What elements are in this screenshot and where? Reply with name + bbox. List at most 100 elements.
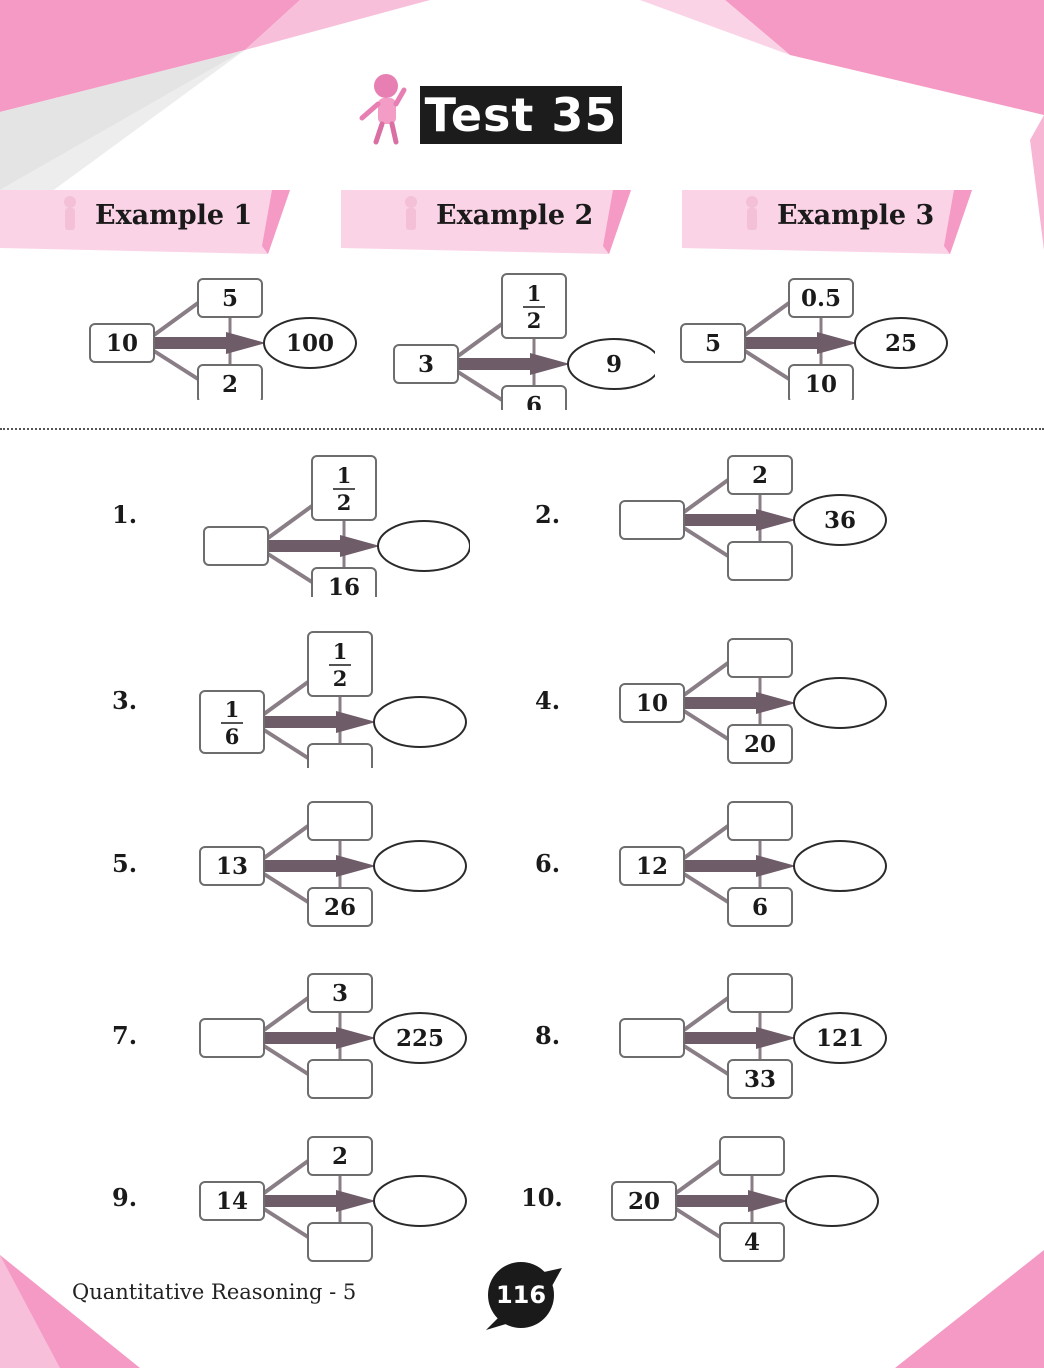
- arrow-shaft: [745, 337, 821, 349]
- result-ellipse: [373, 840, 467, 892]
- connector-bottom: [262, 1044, 310, 1076]
- example-3-label: Example 3: [777, 200, 935, 231]
- left-box-value: 3: [418, 351, 434, 378]
- top-box-value: 2: [752, 462, 768, 489]
- top-box: [719, 1136, 785, 1176]
- top-box-value: 3: [332, 980, 348, 1007]
- bottom-box: [307, 1059, 373, 1099]
- arrow-head: [336, 1027, 376, 1049]
- top-box: [307, 1136, 373, 1176]
- arrow-shaft: [684, 514, 760, 526]
- connector-bottom: [266, 552, 314, 584]
- left-box-value: 5: [705, 330, 721, 357]
- arrow-shaft: [264, 860, 340, 872]
- connector-top: [682, 478, 730, 514]
- left-box-value: 20: [628, 1188, 660, 1215]
- bottom-box: [501, 385, 567, 410]
- bottom-box-value: 33: [744, 1066, 776, 1093]
- left-box-value: 13: [216, 853, 248, 880]
- test-title-block: Test 35: [356, 70, 636, 154]
- arrow-shaft: [264, 716, 340, 728]
- left-box-value: 10: [106, 330, 138, 357]
- result-ellipse: [263, 317, 357, 369]
- bottom-box: [727, 724, 793, 764]
- bottom-box-value: 4: [744, 1229, 760, 1256]
- question-10-diagram: 20 4: [611, 1136, 879, 1262]
- question-5-number: 5.: [112, 849, 138, 878]
- example-1-banner: Example 1: [0, 188, 292, 254]
- question-9-number: 9.: [112, 1183, 138, 1212]
- connector-bottom: [682, 709, 730, 741]
- result-ellipse-value: 9: [606, 351, 622, 378]
- left-box-denominator: 6: [225, 724, 240, 749]
- arrow-shaft: [154, 337, 230, 349]
- connector-bottom: [262, 728, 310, 760]
- top-box: [307, 631, 373, 697]
- connector-top: [266, 504, 314, 540]
- arrow-shaft: [458, 358, 534, 370]
- question-7-diagram: 3 225: [199, 973, 467, 1099]
- bottom-box: [727, 1059, 793, 1099]
- result-ellipse: [373, 696, 467, 748]
- arrow-head: [748, 1190, 788, 1212]
- connector-top: [743, 301, 791, 337]
- left-box-numerator: 1: [225, 697, 240, 722]
- example-3-diagram: 5 0.5 10 25: [680, 278, 948, 400]
- bottom-box: [307, 743, 373, 768]
- top-box-denominator: 2: [337, 490, 352, 515]
- result-ellipse-value: 25: [885, 330, 917, 357]
- top-box: [727, 638, 793, 678]
- bottom-box: [719, 1222, 785, 1262]
- bottom-box-value: 6: [752, 894, 768, 921]
- question-6-diagram: 12 6: [619, 801, 887, 927]
- left-box: [619, 1018, 685, 1058]
- left-box: [199, 1018, 265, 1058]
- top-box-value: 5: [222, 285, 238, 312]
- connector-bottom: [743, 349, 791, 381]
- result-ellipse: [373, 1012, 467, 1064]
- question-4-number: 4.: [535, 686, 561, 715]
- result-ellipse: [793, 1012, 887, 1064]
- arrow-shaft: [684, 860, 760, 872]
- top-box-value: 0.5: [801, 285, 841, 312]
- arrow-head: [756, 509, 796, 531]
- left-box-value: 12: [636, 853, 668, 880]
- arrow-head: [336, 711, 376, 733]
- example-1-label: Example 1: [95, 200, 253, 231]
- page-title: Test 35: [420, 86, 622, 144]
- girl-mascot-icon: [359, 74, 407, 145]
- arrow-shaft: [676, 1195, 752, 1207]
- question-6-number: 6.: [535, 849, 561, 878]
- bottom-box: [311, 567, 377, 597]
- connector-top: [262, 680, 310, 716]
- question-10-number: 10.: [521, 1183, 563, 1212]
- example-2-label: Example 2: [436, 200, 594, 231]
- top-box: [727, 801, 793, 841]
- result-ellipse: [567, 338, 655, 390]
- question-9-diagram: 142: [199, 1136, 467, 1262]
- bottom-box: [307, 887, 373, 927]
- arrow-shaft: [684, 697, 760, 709]
- mascot-small-icon: [405, 196, 417, 230]
- connector-top: [674, 1159, 722, 1195]
- question-2-number: 2.: [535, 500, 561, 529]
- connector-bottom: [682, 526, 730, 558]
- arrow-head: [756, 692, 796, 714]
- result-ellipse: [793, 494, 887, 546]
- arrow-head: [530, 353, 570, 375]
- footer-book-title: Quantitative Reasoning - 5: [72, 1280, 357, 1304]
- arrow-head: [756, 1027, 796, 1049]
- result-ellipse-value: 225: [396, 1025, 444, 1052]
- top-box: [788, 278, 854, 318]
- bottom-box-value: 10: [805, 371, 837, 398]
- mascot-small-icon: [64, 196, 76, 230]
- top-box-denominator: 2: [333, 666, 348, 691]
- bottom-box: [197, 364, 263, 400]
